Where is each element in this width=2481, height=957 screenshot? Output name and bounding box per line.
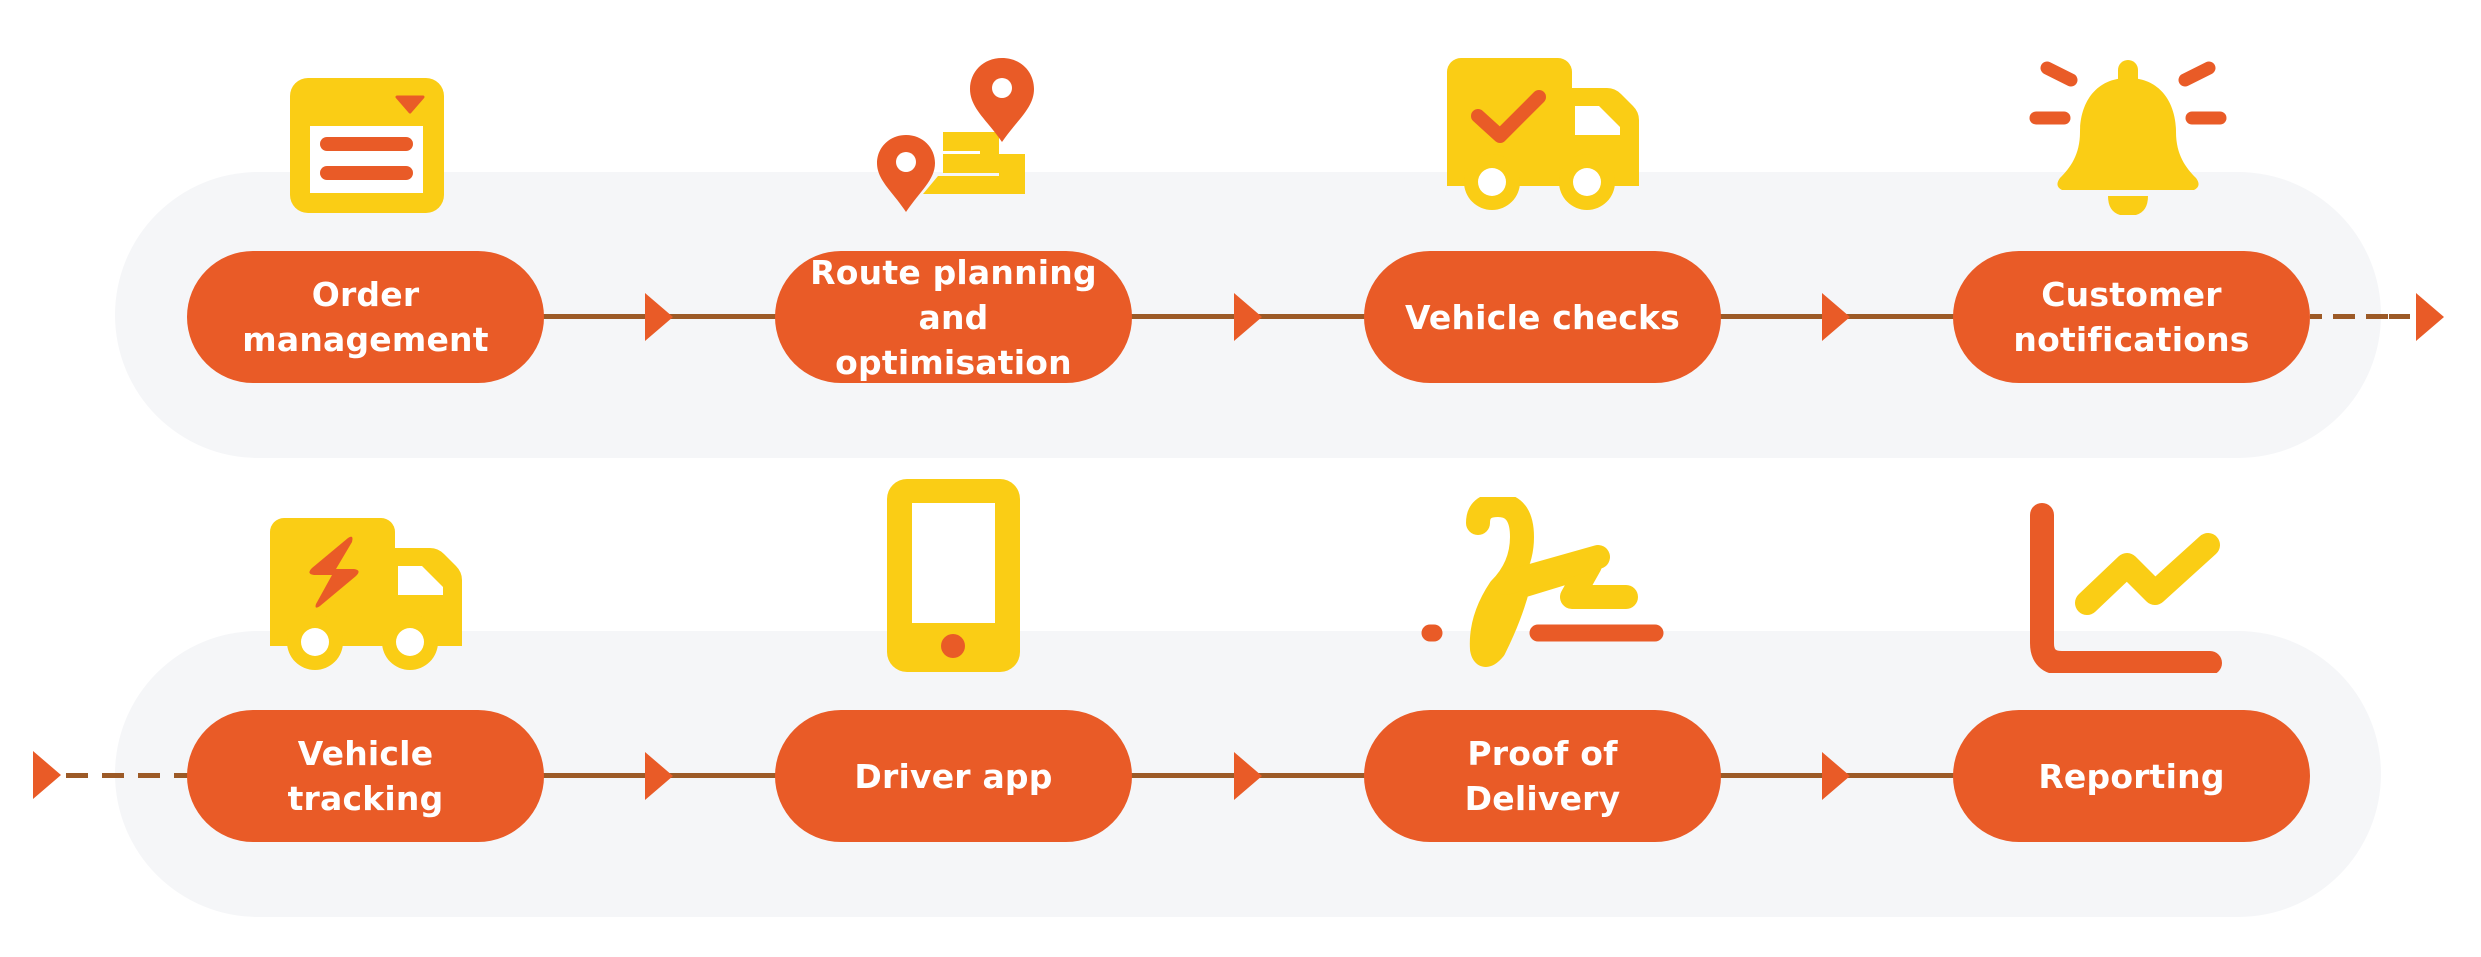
- step-label: Customer notifications: [2013, 275, 2250, 359]
- step-label: Reporting: [2038, 756, 2225, 796]
- bell-alert-icon: [2028, 60, 2228, 215]
- route-pins-icon: [875, 58, 1035, 218]
- step-route-planning: Route planning and optimisation: [775, 251, 1132, 383]
- step-driver-app: Driver app: [775, 710, 1132, 842]
- arrow-3-4: [1822, 293, 1850, 341]
- step-proof-of-delivery: Proof of Delivery: [1364, 710, 1721, 842]
- continuation-arrow-out: [2416, 293, 2444, 341]
- step-order-management: Order management: [187, 251, 544, 383]
- smartphone-icon: [887, 479, 1020, 672]
- order-form-icon: [290, 78, 444, 213]
- step-label: Driver app: [854, 756, 1053, 796]
- arrow-1-2: [645, 293, 673, 341]
- step-vehicle-checks: Vehicle checks: [1364, 251, 1721, 383]
- continuation-dashed-line-in: [66, 773, 190, 778]
- step-customer-notifications: Customer notifications: [1953, 251, 2310, 383]
- step-label: Proof of Delivery: [1464, 734, 1621, 818]
- arrow-5-6: [645, 752, 673, 800]
- continuation-dashed-line-out-tail: [2366, 314, 2410, 319]
- step-vehicle-tracking: Vehicle tracking: [187, 710, 544, 842]
- continuation-arrow-in: [33, 751, 61, 799]
- continuation-dashed-line-out: [2310, 314, 2410, 319]
- line-chart-icon: [2030, 503, 2230, 673]
- arrow-2-3: [1234, 293, 1262, 341]
- truck-check-icon: [1447, 58, 1639, 210]
- truck-lightning-icon: [270, 518, 462, 670]
- step-reporting: Reporting: [1953, 710, 2310, 842]
- step-label: Vehicle tracking: [287, 734, 444, 818]
- signature-icon: [1420, 497, 1670, 672]
- arrow-6-7: [1234, 752, 1262, 800]
- step-label: Order management: [242, 275, 489, 359]
- arrow-7-8: [1822, 752, 1850, 800]
- step-label: Route planning and optimisation: [810, 252, 1097, 382]
- step-label: Vehicle checks: [1404, 297, 1681, 337]
